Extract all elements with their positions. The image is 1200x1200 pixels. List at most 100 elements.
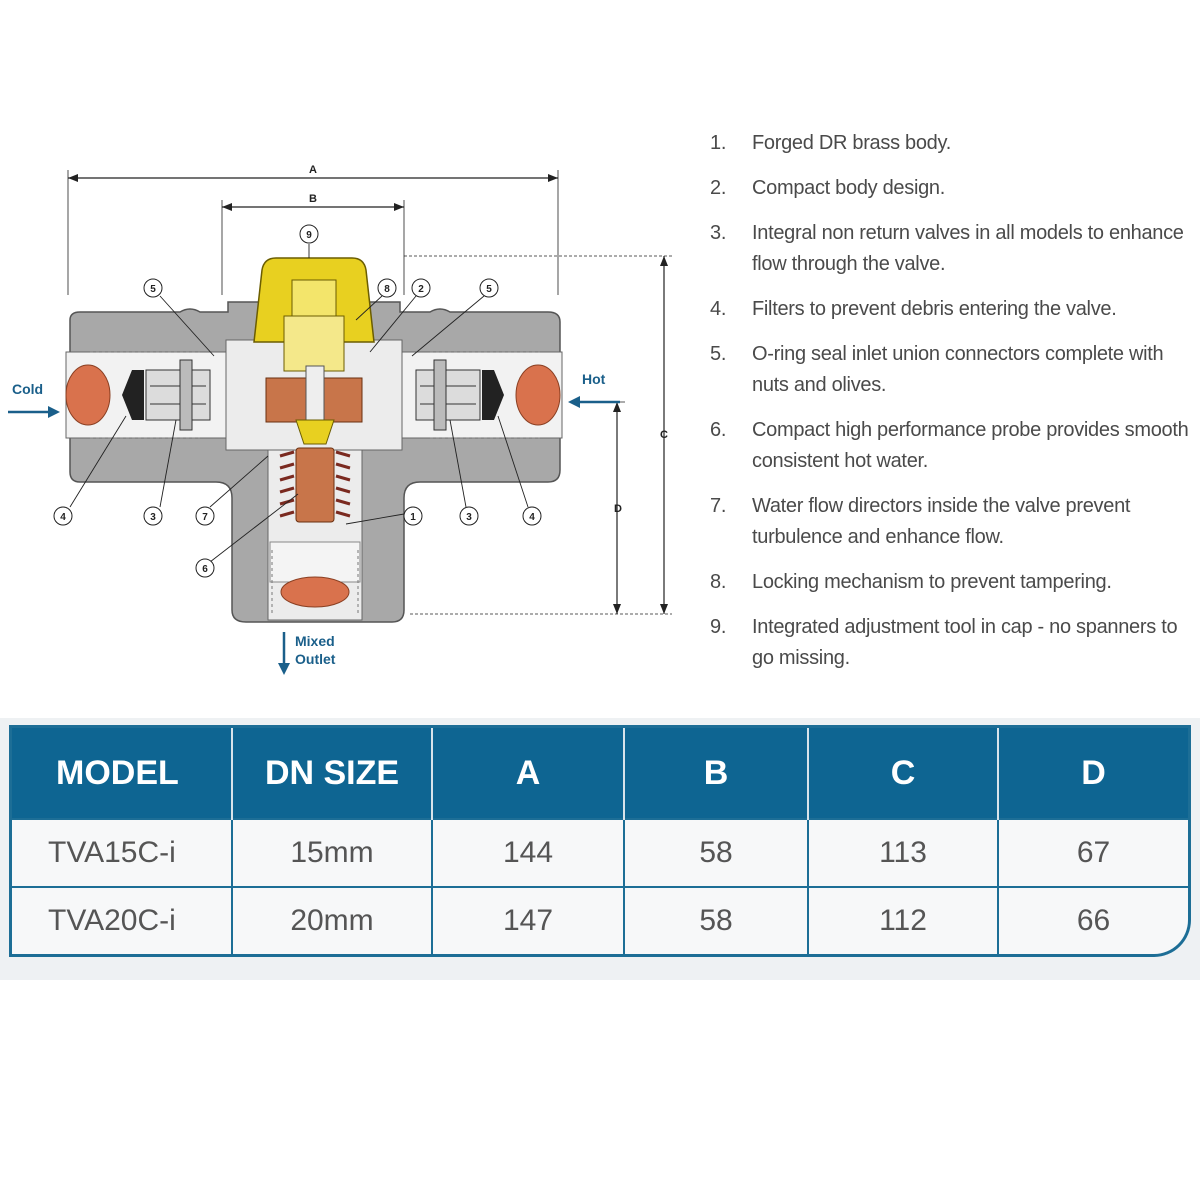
- cell-dn-size: 15mm: [232, 818, 433, 887]
- callout-8: 8: [377, 278, 397, 298]
- svg-text:4: 4: [529, 512, 535, 523]
- cell-d: 66: [998, 886, 1188, 954]
- hot-filter: [482, 370, 504, 420]
- cold-non-return-valve: [145, 359, 211, 431]
- cap-tool: [291, 279, 337, 317]
- feature-text: Forged DR brass body.: [752, 132, 951, 154]
- feature-text: Compact body design.: [752, 177, 946, 199]
- feature-text: Filters to prevent debris entering the v…: [752, 298, 1117, 320]
- flow-arrows: [8, 396, 620, 675]
- table-header-row: MODEL DN SIZE A B C D: [12, 728, 1188, 819]
- svg-text:2: 2: [418, 284, 424, 295]
- dimension-label-b: B: [309, 193, 317, 205]
- feature-number: 7.: [710, 495, 727, 517]
- thread-hatching: [90, 351, 540, 615]
- table-row: TVA20C-i 20mm 147 58 112 66: [12, 886, 1188, 954]
- thermostatic-probe: [295, 447, 335, 523]
- feature-text: Integrated adjustment tool in cap - no s…: [752, 616, 1178, 669]
- cell-b: 58: [624, 886, 809, 954]
- spindle: [283, 315, 345, 372]
- feature-list: 1. Forged DR brass body. 2. Compact body d…: [710, 128, 1190, 688]
- callout-4-right: 4: [522, 506, 542, 526]
- callout-5-right: 5: [479, 278, 499, 298]
- feature-item-9: 9. Integrated adjustment tool in cap - no…: [710, 612, 1190, 674]
- svg-text:5: 5: [486, 284, 492, 295]
- cell-model: TVA15C-i: [12, 818, 233, 887]
- feature-number: 5.: [710, 343, 727, 365]
- column-header-d: D: [998, 728, 1188, 819]
- callout-5-left: 5: [143, 278, 163, 298]
- probe-spring: [279, 450, 351, 518]
- svg-text:3: 3: [466, 512, 472, 523]
- svg-text:1: 1: [410, 512, 416, 523]
- feature-text: Locking mechanism to prevent tampering.: [752, 571, 1112, 593]
- column-header-model: MODEL: [12, 728, 233, 819]
- feature-item-1: 1. Forged DR brass body.: [710, 128, 1190, 159]
- feature-text: Integral non return valves in all models…: [752, 222, 1184, 275]
- feature-item-5: 5. O-ring seal inlet union connectors com…: [710, 339, 1190, 401]
- dimension-label-c: C: [660, 429, 668, 441]
- mixed-outlet-label-line1: Mixed: [295, 633, 335, 649]
- feature-item-8: 8. Locking mechanism to prevent tampering…: [710, 567, 1190, 598]
- callout-9: 9: [299, 224, 319, 244]
- cell-model: TVA20C-i: [12, 886, 233, 954]
- mixed-outlet-label-line2: Outlet: [295, 651, 336, 667]
- feature-number: 1.: [710, 132, 727, 154]
- hot-olive: [515, 364, 561, 426]
- feature-text: Compact high performance probe provides …: [752, 419, 1189, 472]
- cell-c: 113: [808, 818, 999, 887]
- feature-text: Water flow directors inside the valve pr…: [752, 495, 1131, 548]
- dimension-label-d: D: [614, 503, 622, 515]
- feature-number: 6.: [710, 419, 727, 441]
- feature-number: 4.: [710, 298, 727, 320]
- spec-table-panel: MODEL DN SIZE A B C D TVA15C-i 15mm 144 …: [0, 718, 1200, 980]
- callouts: 9 8 2 5 5 4 3 7 1 3 4 6: [53, 224, 542, 578]
- column-header-dn-size: DN SIZE: [232, 728, 433, 819]
- cold-inlet-label: Cold: [12, 381, 43, 397]
- cold-filter: [122, 370, 144, 420]
- cell-d: 67: [998, 818, 1188, 887]
- cell-dn-size: 20mm: [232, 886, 433, 954]
- probe-holder: [295, 419, 335, 445]
- feature-number: 9.: [710, 616, 727, 638]
- column-header-b: B: [624, 728, 809, 819]
- cell-a: 144: [432, 818, 625, 887]
- cell-b: 58: [624, 818, 809, 887]
- column-header-a: A: [432, 728, 625, 819]
- dimension-lines: [67, 170, 672, 615]
- outlet-olive: [280, 576, 350, 608]
- dimension-label-a: A: [309, 164, 317, 176]
- callout-3-right: 3: [459, 506, 479, 526]
- feature-number: 2.: [710, 177, 727, 199]
- svg-text:7: 7: [202, 512, 208, 523]
- svg-text:4: 4: [60, 512, 66, 523]
- feature-item-4: 4. Filters to prevent debris entering the…: [710, 294, 1190, 325]
- hot-inlet-label: Hot: [582, 371, 606, 387]
- callout-4-left: 4: [53, 506, 73, 526]
- table-row: TVA15C-i 15mm 144 58 113 67: [12, 818, 1188, 887]
- hot-non-return-valve: [415, 359, 481, 431]
- svg-text:8: 8: [384, 284, 390, 295]
- svg-text:9: 9: [306, 230, 312, 241]
- svg-text:5: 5: [150, 284, 156, 295]
- svg-text:3: 3: [150, 512, 156, 523]
- feature-number: 8.: [710, 571, 727, 593]
- spec-table: MODEL DN SIZE A B C D TVA15C-i 15mm 144 …: [12, 728, 1188, 954]
- callout-2: 2: [411, 278, 431, 298]
- feature-text: O-ring seal inlet union connectors compl…: [752, 343, 1164, 396]
- dimension-arrowheads: [68, 174, 668, 614]
- callout-leader-lines: [69, 244, 529, 563]
- cold-olive: [65, 364, 111, 426]
- callout-6: 6: [195, 558, 215, 578]
- cell-c: 112: [808, 886, 999, 954]
- column-header-c: C: [808, 728, 999, 819]
- feature-item-3: 3. Integral non return valves in all mode…: [710, 218, 1190, 280]
- valve-cross-section-diagram: A B C D: [8, 164, 672, 675]
- callout-3-left: 3: [143, 506, 163, 526]
- feature-item-2: 2. Compact body design.: [710, 173, 1190, 204]
- cell-a: 147: [432, 886, 625, 954]
- feature-item-7: 7. Water flow directors inside the valve …: [710, 491, 1190, 553]
- svg-text:6: 6: [202, 564, 208, 575]
- feature-item-6: 6. Compact high performance probe provide…: [710, 415, 1190, 477]
- feature-number: 3.: [710, 222, 727, 244]
